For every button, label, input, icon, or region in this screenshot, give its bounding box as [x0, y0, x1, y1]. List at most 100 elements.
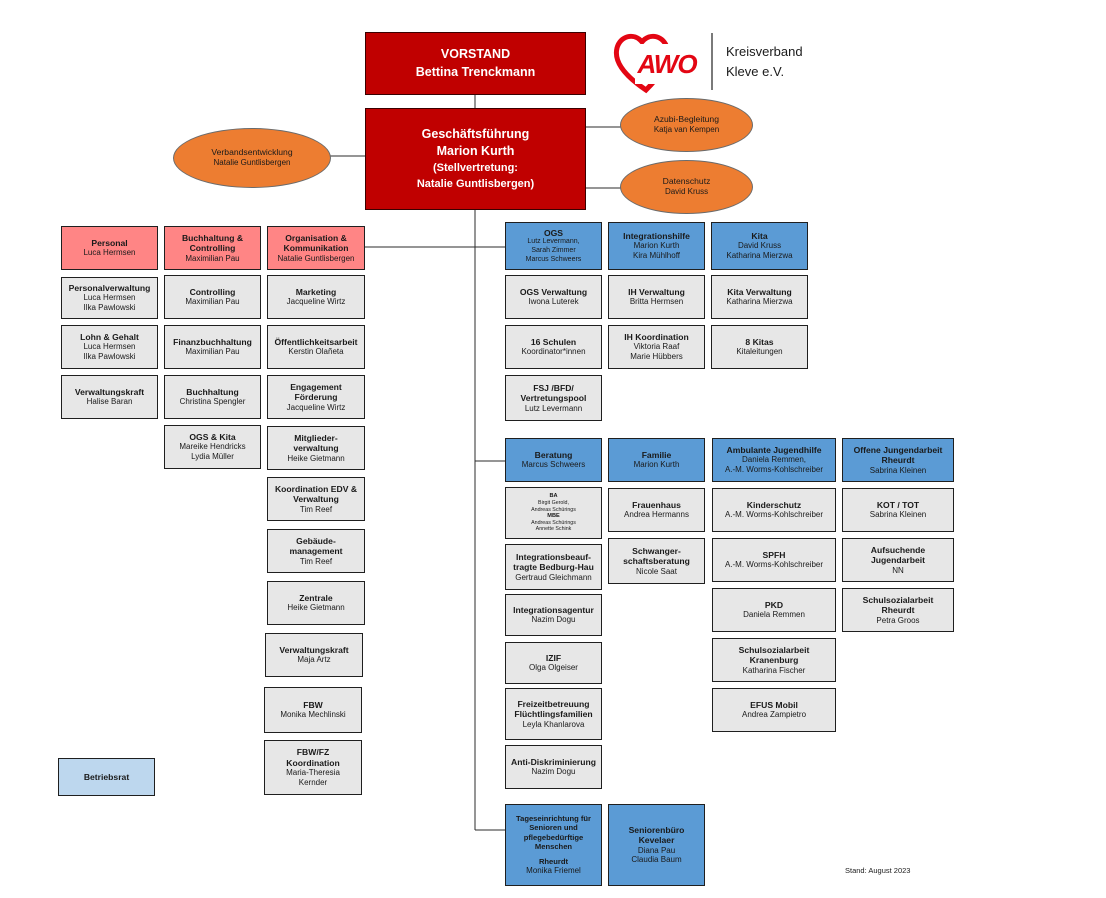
unit-names: Diana Pau Claudia Baum [631, 845, 682, 865]
offene-item: Schulsozialarbeit Rheurdt Petra Groos [842, 588, 954, 632]
unit-names: Jacqueline Wirtz [286, 402, 346, 412]
unit-names: Leyla Khanlarova [522, 719, 585, 729]
geschaeftsfuehrung-box: Geschäftsführung Marion Kurth (Stellvert… [365, 108, 586, 210]
oval-verbandsentwicklung: Verbandsentwicklung Natalie Guntlisberge… [173, 128, 331, 188]
unit-names: Nicole Saat [636, 566, 677, 576]
organisation-head: Organisation & Kommunikation Natalie Gun… [267, 226, 365, 270]
unit-title: Anti-Diskriminierung [511, 756, 596, 767]
unit-title: FSJ /BFD/ Vertretungspool [520, 382, 587, 404]
unit-names: Petra Groos [876, 615, 920, 625]
oval-title: Datenschutz [662, 176, 711, 187]
unit-title: OGS Verwaltung [519, 286, 588, 297]
unit-names: Natalie Guntlisbergen [277, 253, 355, 263]
unit-title: Buchhaltung [186, 386, 239, 397]
unit-names: A.-M. Worms-Kohlschreiber [724, 560, 824, 570]
ambulant-head: Ambulante Jugendhilfe Daniela Remmen, A.… [712, 438, 836, 482]
unit-title: 8 Kitas [745, 336, 774, 347]
unit-title: OGS & Kita [189, 432, 236, 442]
ogs-item: OGS Verwaltung Iwona Luterek [505, 275, 602, 319]
buchhaltung-item: Finanzbuchhaltung Maximilian Pau [164, 325, 261, 369]
offene-item: KOT / TOT Sabrina Kleinen [842, 488, 954, 532]
oval-name: David Kruss [664, 187, 709, 197]
unit-names: Maximilian Pau [185, 347, 240, 357]
unit-title: Gebäude- management [289, 535, 343, 557]
unit-names: Daniela Remmen, A.-M. Worms-Kohlschreibe… [724, 455, 824, 475]
unit-title: Mitglieder- verwaltung [293, 432, 339, 454]
unit-names: Lutz Levermann [524, 403, 583, 413]
beratung-ba-mbe: BA Birgit Gerold, Andreas Schürings MBE … [505, 487, 602, 539]
unit-names: Britta Hermsen [629, 297, 684, 307]
ambulant-item: Kinderschutz A.-M. Worms-Kohlschreiber [712, 488, 836, 532]
unit-title: Tageseinrichtung für Senioren und pflege… [516, 814, 591, 851]
organisation-item: Öffentlichkeitsarbeit Kerstin Olañeta [267, 325, 365, 369]
unit-names: Jacqueline Wirtz [286, 297, 346, 307]
unit-title: Schulsozialarbeit Rheurdt [862, 594, 934, 616]
unit-title: Engagement Förderung [290, 381, 342, 403]
unit-names: Lutz Levermann, Sarah Zimmer Marcus Schw… [525, 238, 582, 263]
unit-title: Zentrale [299, 592, 333, 603]
beratung-item: Integrationsagentur Nazim Dogu [505, 594, 602, 636]
unit-names: Iwona Luterek [528, 297, 579, 307]
unit-names: Viktoria Raaf Marie Hübbers [630, 342, 683, 362]
buchhaltung-item: Buchhaltung Christina Spengler [164, 375, 261, 419]
unit-names: Katharina Fischer [742, 665, 806, 675]
unit-names: David Kruss Katharina Mierzwa [726, 241, 793, 261]
unit-subtitle: Rheurdt [538, 857, 569, 866]
personal-head: Personal Luca Hermsen [61, 226, 158, 270]
organisation-item: Marketing Jacqueline Wirtz [267, 275, 365, 319]
unit-title: FBW/FZ Koordination [286, 747, 340, 768]
buchhaltung-item: OGS & Kita Mareike Hendricks Lydia Mülle… [164, 425, 261, 469]
unit-title: Verwaltungskraft [74, 386, 145, 397]
organisation-item: Zentrale Heike Gietmann [267, 581, 365, 625]
unit-names: Sabrina Kleinen [869, 510, 927, 520]
familie-item: Schwanger- schaftsberatung Nicole Saat [608, 538, 705, 584]
unit-title: BA [549, 493, 558, 500]
ambulant-item: SPFH A.-M. Worms-Kohlschreiber [712, 538, 836, 582]
kita-item: Kita Verwaltung Katharina Mierzwa [711, 275, 808, 319]
offene-item: Aufsuchende Jugendarbeit NN [842, 538, 954, 582]
organisation-item: Verwaltungskraft Maja Artz [265, 633, 363, 677]
unit-names: Katharina Mierzwa [726, 297, 793, 307]
beratung-item: Freizeitbetreuung Flüchtlingsfamilien Le… [505, 688, 602, 740]
ogs-head: OGS Lutz Levermann, Sarah Zimmer Marcus … [505, 222, 602, 270]
unit-title: Buchhaltung & Controlling [181, 232, 244, 254]
organisation-item: FBW Monika Mechlinski [264, 687, 362, 733]
unit-title: Betriebsrat [83, 771, 130, 782]
unit-names: Sabrina Kleinen [869, 465, 927, 475]
unit-names: Monika Mechlinski [280, 710, 346, 720]
unit-names: Monika Friemel [526, 866, 581, 876]
unit-title: FBW [303, 699, 323, 710]
oval-datenschutz: Datenschutz David Kruss [620, 160, 753, 214]
unit-title: Organisation & Kommunikation [283, 232, 349, 254]
familie-head: Familie Marion Kurth [608, 438, 705, 482]
unit-title: Lohn & Gehalt [80, 332, 139, 342]
unit-title: Aufsuchende Jugendarbeit [870, 544, 926, 566]
stand-date: Stand: August 2023 [845, 866, 911, 875]
organisation-item: Gebäude- management Tim Reef [267, 529, 365, 573]
unit-title: Familie [641, 449, 672, 460]
unit-names: Marion Kurth [633, 460, 680, 470]
unit-title: Personalverwaltung [68, 283, 151, 293]
kita-head: Kita David Kruss Katharina Mierzwa [711, 222, 808, 270]
vorstand-title: VORSTAND [440, 46, 511, 61]
ogs-item: 16 Schulen Koordinator*innen [505, 325, 602, 369]
unit-title: Marketing [295, 286, 337, 297]
unit-names: Olga Olgeiser [529, 663, 578, 673]
unit-names: Marion Kurth Kira Mühlhoff [633, 241, 680, 261]
beratung-item: Integrationsbeauf- tragte Bedburg-Hau Ge… [505, 544, 602, 590]
unit-title: Seniorenbüro Kevelaer [628, 824, 685, 846]
oval-name: Katja van Kempen [653, 125, 720, 135]
unit-names: Mareike Hendricks Lydia Müller [179, 442, 246, 462]
unit-title: Integrationshilfe [623, 231, 690, 241]
unit-names: Andrea Hermanns [624, 510, 689, 520]
gf-deputy-2: Natalie Guntlisbergen) [416, 177, 535, 190]
unit-title: Ambulante Jugendhilfe [726, 445, 822, 455]
unit-title: Integrationsagentur [513, 604, 594, 615]
beratung-head: Beratung Marcus Schweers [505, 438, 602, 482]
organisation-item: FBW/FZ Koordination Maria-Theresia Kernd… [264, 740, 362, 795]
unit-names: Luca Hermsen Ilka Pawlowski [83, 342, 136, 362]
unit-title: IZIF [545, 652, 562, 663]
unit-names: Maria-Theresia Kernder [286, 768, 340, 787]
ogs-item: FSJ /BFD/ Vertretungspool Lutz Levermann [505, 375, 602, 421]
